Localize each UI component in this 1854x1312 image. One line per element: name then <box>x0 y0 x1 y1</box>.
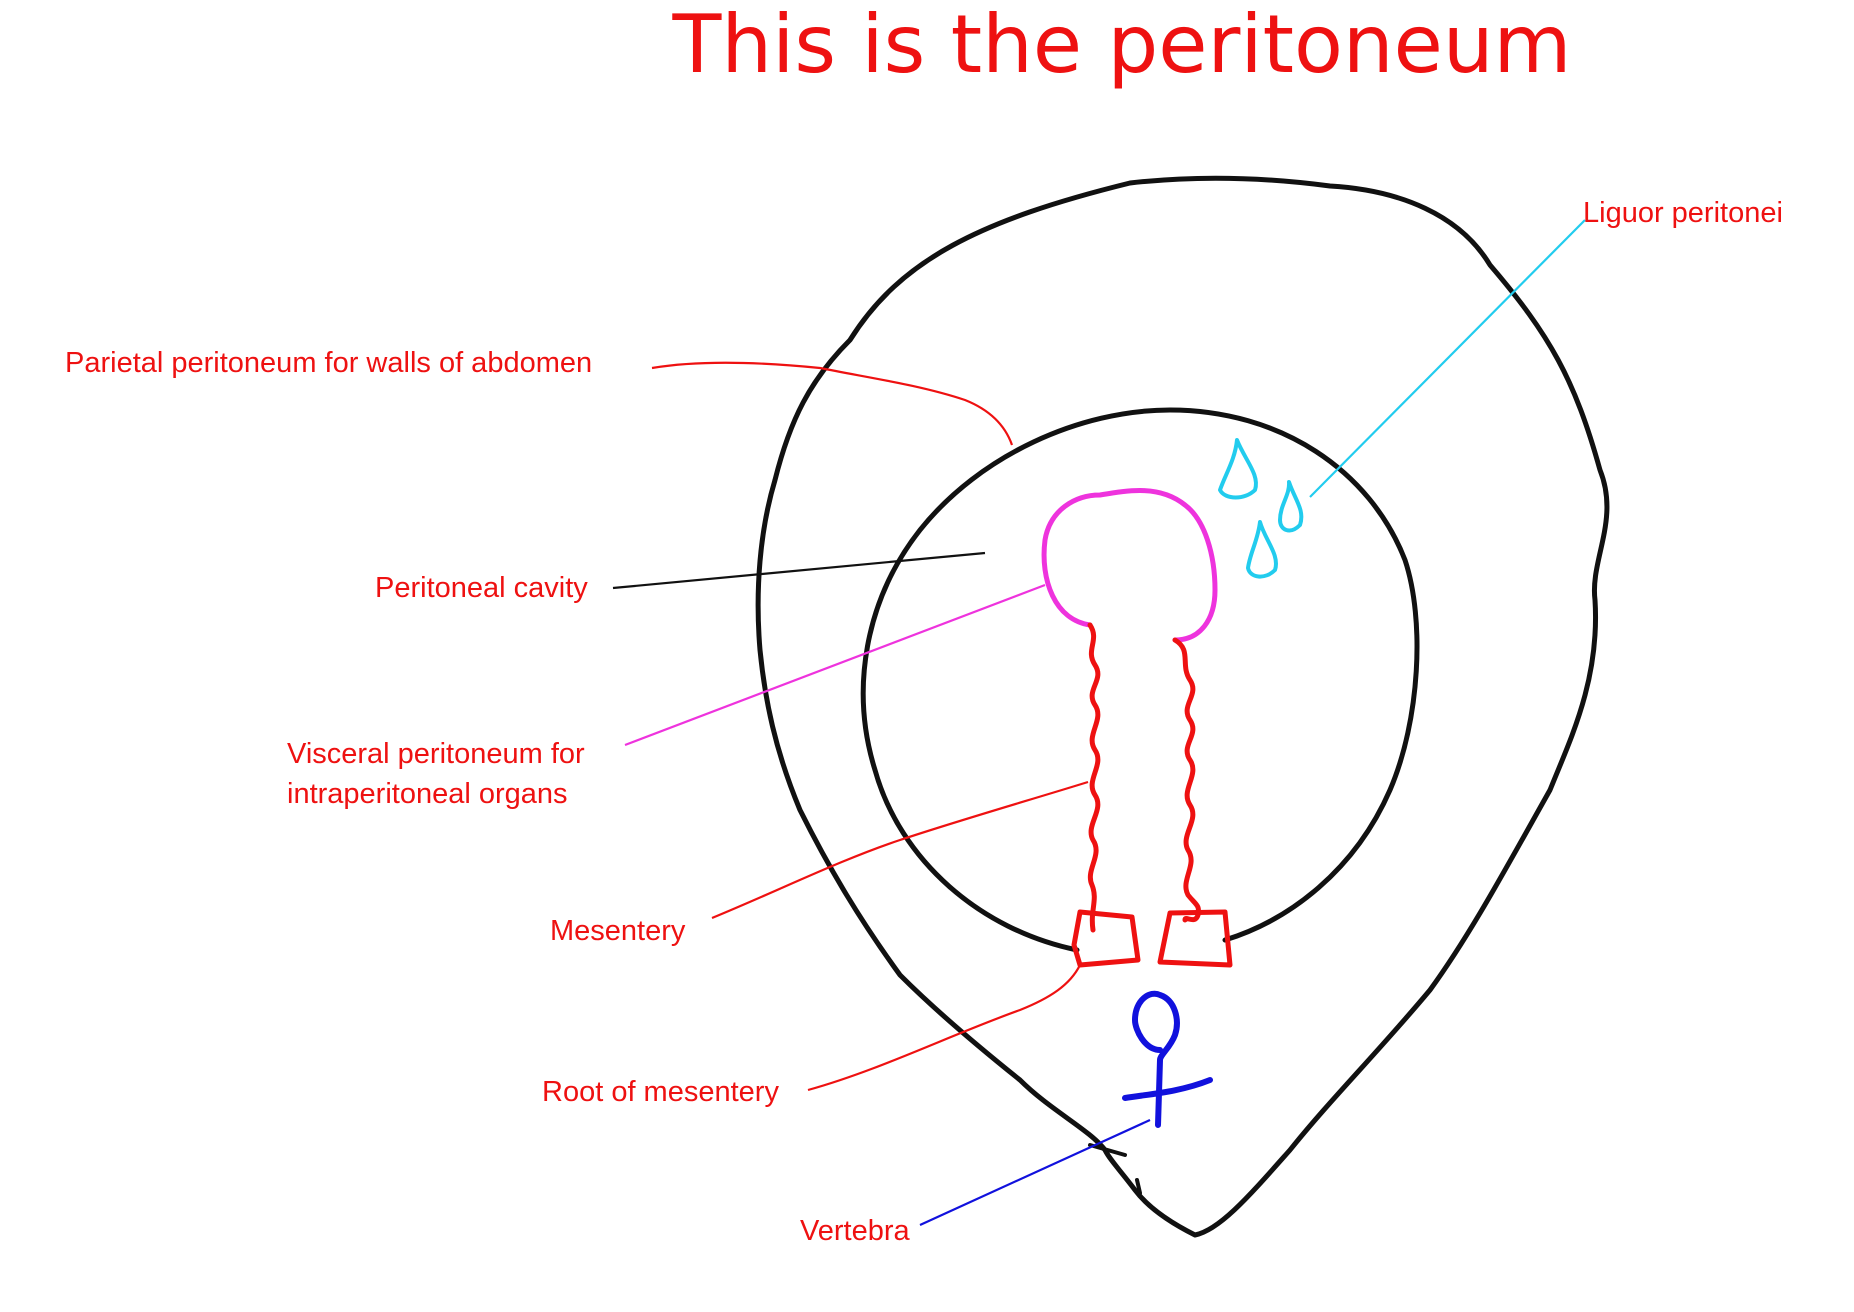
mesentery-root-right <box>1157 909 1233 968</box>
vertebra-glyph <box>1122 990 1213 1128</box>
wall-tail-mark <box>1088 1143 1142 1195</box>
intraperitoneal-organ <box>1041 488 1218 643</box>
label-root-of-mesentery: Root of mesentery <box>542 1076 779 1108</box>
label-visceral-peritoneum-line1: Visceral peritoneum for <box>287 738 585 770</box>
label-parietal-peritoneum: Parietal peritoneum for walls of abdomen <box>65 347 592 379</box>
mesentery-left-fold <box>1087 622 1101 933</box>
mesentery-root-left <box>1071 909 1141 968</box>
leader-visceral <box>624 583 1046 747</box>
leader-root <box>807 964 1081 1092</box>
label-mesentery: Mesentery <box>550 915 686 947</box>
leader-liquor <box>1309 219 1586 498</box>
leader-parietal <box>651 361 1014 446</box>
liquor-droplet-3 <box>1246 520 1278 579</box>
liquor-droplet-2 <box>1278 480 1304 533</box>
label-visceral-peritoneum-line2: intraperitoneal organs <box>287 778 568 810</box>
leader-cavity <box>612 551 986 590</box>
liquor-droplet-1 <box>1218 438 1258 500</box>
label-liquor-peritonei: Liguor peritonei <box>1583 197 1783 229</box>
label-vertebra: Vertebra <box>800 1215 910 1247</box>
diagram-title: This is the peritoneum <box>672 0 1572 91</box>
abdominal-wall-outline <box>755 175 1610 1238</box>
leader-vertebra <box>919 1118 1151 1227</box>
mesentery-right-fold <box>1172 637 1201 923</box>
leader-mesentery <box>711 780 1089 920</box>
label-peritoneal-cavity: Peritoneal cavity <box>375 572 588 604</box>
peritoneal-sac-circle <box>860 407 1420 953</box>
